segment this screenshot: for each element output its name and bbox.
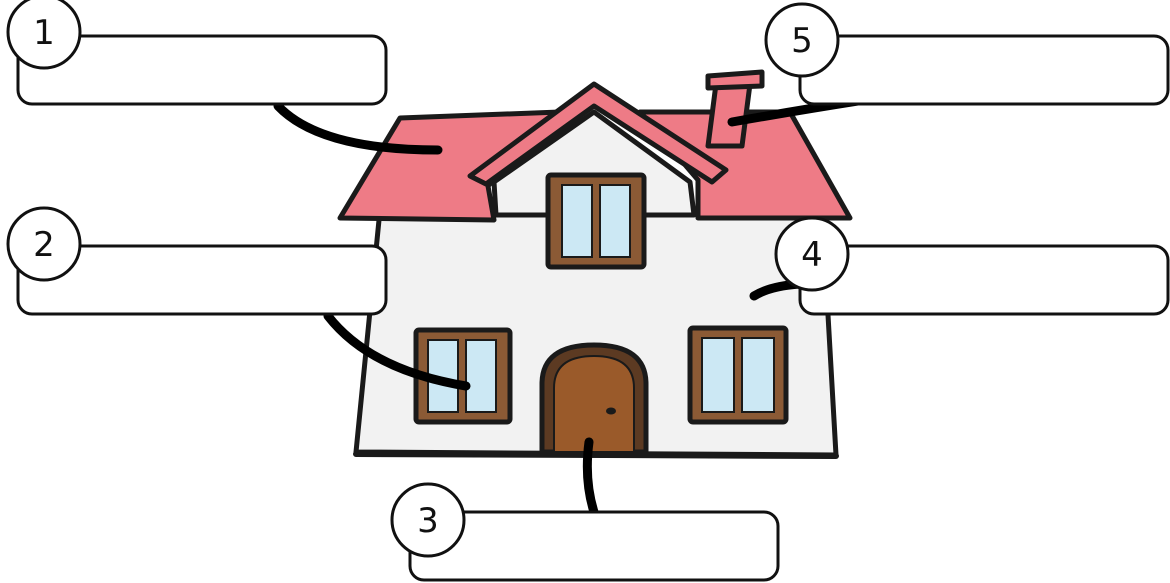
number-label-3: 3: [417, 501, 439, 541]
ground-line: [356, 454, 836, 456]
house-illustration: [340, 72, 850, 456]
door-knob: [606, 408, 616, 415]
callout-3: 3: [392, 484, 778, 580]
number-label-5: 5: [791, 21, 813, 61]
chimney-cap: [708, 72, 762, 88]
lower-right-window: [690, 328, 786, 422]
callout-4: 4: [776, 218, 1168, 314]
answer-box-4[interactable]: [800, 246, 1168, 314]
upper-window: [548, 175, 644, 267]
number-label-1: 1: [33, 13, 55, 53]
answer-box-5[interactable]: [800, 36, 1168, 104]
callout-2: 2: [8, 208, 386, 314]
number-label-4: 4: [801, 235, 823, 275]
number-label-2: 2: [33, 225, 55, 265]
callout-1: 1: [8, 0, 386, 104]
chimney: [708, 84, 750, 146]
callout-5: 5: [766, 4, 1168, 104]
front-door: [542, 345, 646, 452]
